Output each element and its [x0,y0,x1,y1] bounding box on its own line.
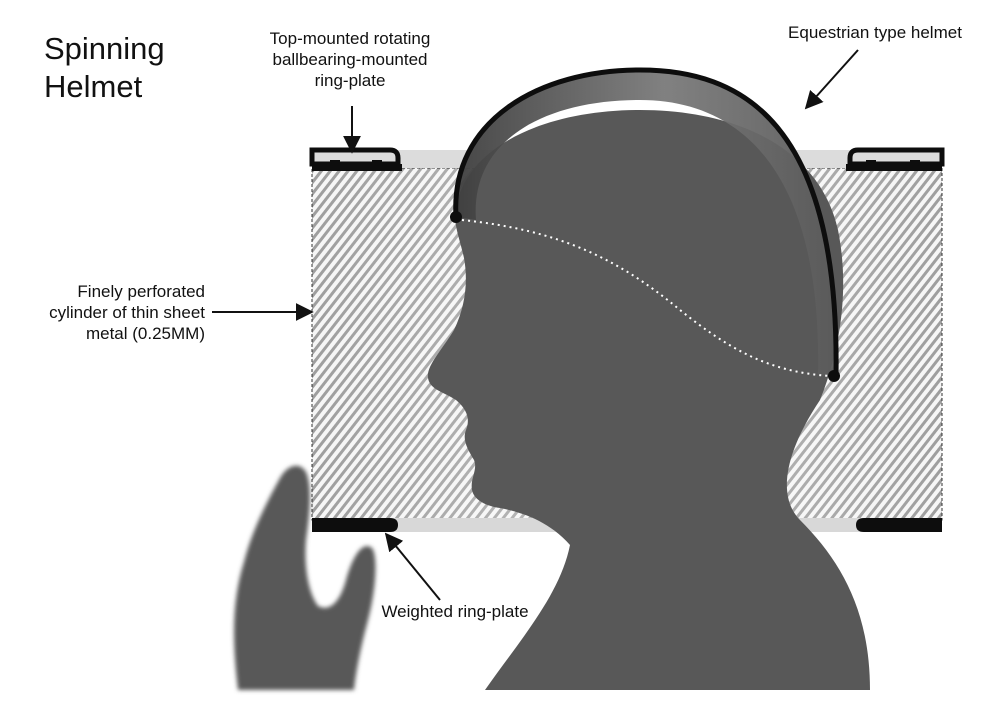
label-line: Top-mounted rotating [269,29,431,48]
label-line: Equestrian type helmet [788,23,962,42]
diagram-title: Spinning Helmet [44,30,165,106]
weighted-ring-arrow [384,532,441,601]
label-line: metal (0.25MM) [85,324,205,343]
label-line: Finely perforated [77,282,205,301]
helmet [450,67,840,382]
title-line: Spinning [44,31,165,66]
weighted-ring-label: Weighted ring-plate [370,601,540,622]
head-silhouette [427,110,870,690]
hand-silhouette [234,465,376,690]
title-line: Helmet [44,69,143,104]
label-line: ring-plate [314,71,386,90]
helmet-arrow [804,49,859,110]
label-line: ballbearing-mounted [272,50,428,69]
helmet-label: Equestrian type helmet [770,22,980,43]
label-line: Weighted ring-plate [381,602,529,621]
top-ring-label: Top-mounted rotating ballbearing-mounted… [238,28,462,91]
cylinder-label: Finely perforated cylinder of thin sheet… [40,281,205,344]
label-line: cylinder of thin sheet [49,303,205,322]
